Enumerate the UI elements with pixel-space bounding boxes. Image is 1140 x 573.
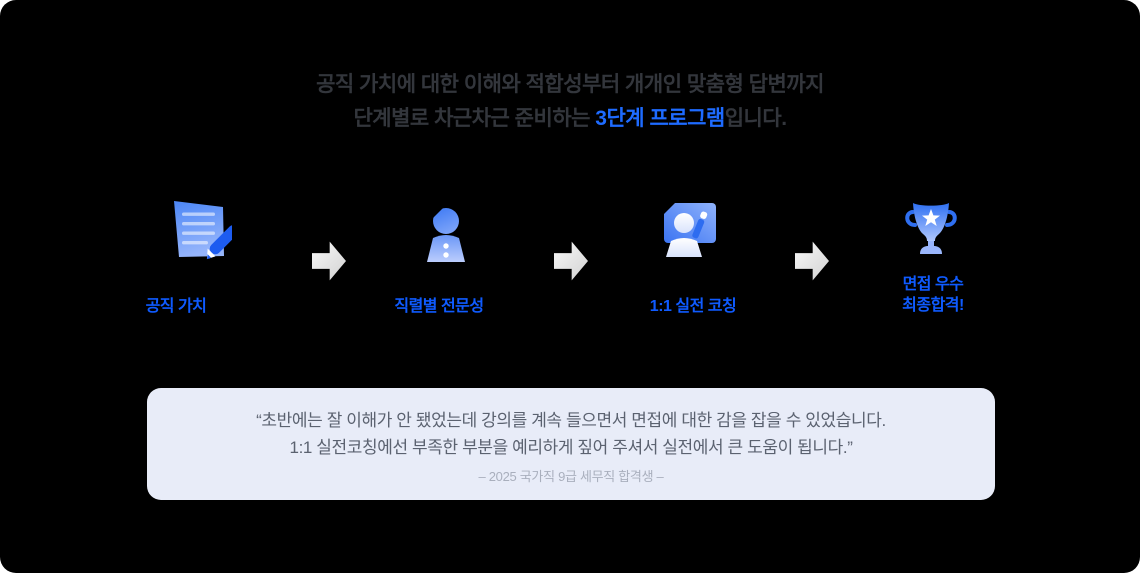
testimonial-line-1: “초반에는 잘 이해가 안 됐었는데 강의를 계속 들으면서 면접에 대한 감을…: [256, 411, 886, 430]
testimonial-line-2: 1:1 실전코칭에선 부족한 부분을 예리하게 짚어 주셔서 실전에서 큰 도움…: [289, 438, 853, 457]
step-arrow-icon: [795, 241, 829, 281]
testimonial-attribution: – 2025 국가직 9급 세무직 합격생 –: [478, 469, 664, 484]
step-label-2: 직렬별 전문성: [394, 298, 484, 315]
heading-line-2: 단계별로 차근차근 준비하는 3단계 프로그램입니다.: [353, 107, 787, 130]
coaching-board-icon: [664, 203, 716, 257]
step-arrow-icon: [554, 241, 588, 281]
person-icon: [427, 204, 465, 262]
section-heading: 공직 가치에 대한 이해와 적합성부터 개개인 맞춤형 답변까지 단계별로 차근…: [0, 68, 1140, 136]
document-pencil-icon: [174, 201, 232, 260]
step-label-3: 1:1 실전 코칭: [649, 298, 737, 315]
step-label-4: 면접 우수 최종합격!: [902, 276, 964, 314]
trophy-icon: [905, 203, 957, 254]
step-label-1: 공직 가치: [145, 298, 207, 315]
heading-line-1: 공직 가치에 대한 이해와 적합성부터 개개인 맞춤형 답변까지: [316, 73, 824, 96]
heading-highlight: 3단계 프로그램: [595, 107, 725, 130]
step-arrow-icon: [312, 241, 346, 281]
testimonial-box: “초반에는 잘 이해가 안 됐었는데 강의를 계속 들으면서 면접에 대한 감을…: [147, 388, 995, 500]
